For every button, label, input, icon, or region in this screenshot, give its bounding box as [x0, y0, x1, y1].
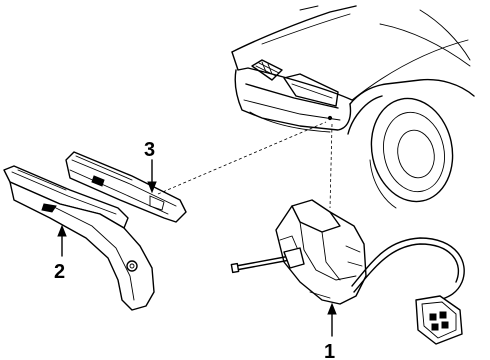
leader-line-3-to-car — [157, 121, 327, 195]
callout-label-2: 2 — [54, 261, 65, 283]
callout-arrow-3 — [147, 159, 157, 194]
callout-arrow-1 — [327, 302, 337, 337]
vehicle-front-illustration — [231, 5, 475, 209]
wiper-blade — [65, 151, 187, 223]
callout-label-1: 1 — [324, 341, 335, 360]
wiper-motor — [230, 199, 465, 345]
leader-line-1-to-car — [329, 123, 333, 209]
callout-arrow-2 — [57, 224, 67, 257]
wiper-arm — [3, 165, 155, 311]
callout-label-3: 3 — [144, 139, 155, 161]
